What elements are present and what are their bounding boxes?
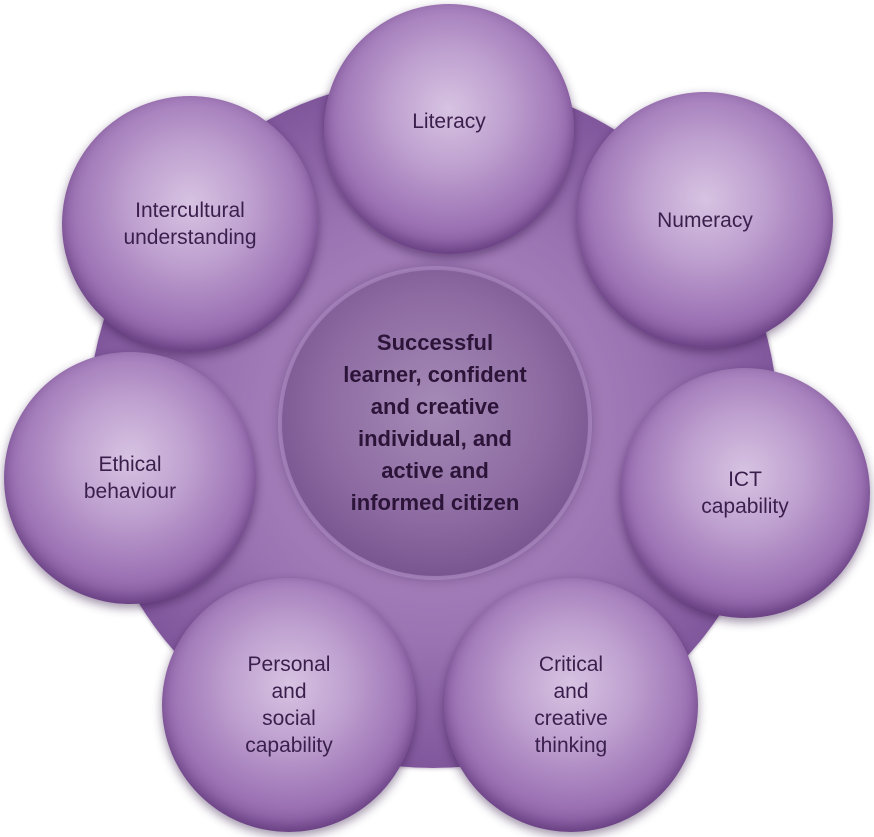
personal-social-capability-bubble: Personal and social capability [162, 578, 416, 832]
center-label: Successful learner, confident and creati… [343, 330, 527, 515]
ict-capability-label: ICT capability [701, 468, 789, 518]
center-bubble: Successful learner, confident and creati… [282, 270, 588, 576]
numeracy-label: Numeracy [657, 208, 753, 232]
numeracy-bubble: Numeracy [577, 92, 833, 348]
critical-creative-thinking-label: Critical and creative thinking [534, 653, 608, 757]
personal-social-capability-label: Personal and social capability [245, 653, 333, 757]
ict-capability-bubble: ICT capability [620, 368, 870, 618]
intercultural-understanding-bubble: Intercultural understanding [62, 96, 318, 352]
intercultural-understanding-label: Intercultural understanding [123, 199, 257, 249]
literacy-label: Literacy [412, 110, 486, 133]
ethical-behaviour-label: Ethical behaviour [83, 453, 177, 503]
critical-creative-thinking-bubble: Critical and creative thinking [444, 578, 698, 832]
literacy-bubble: Literacy [324, 4, 574, 254]
ethical-behaviour-bubble: Ethical behaviour [4, 352, 256, 604]
